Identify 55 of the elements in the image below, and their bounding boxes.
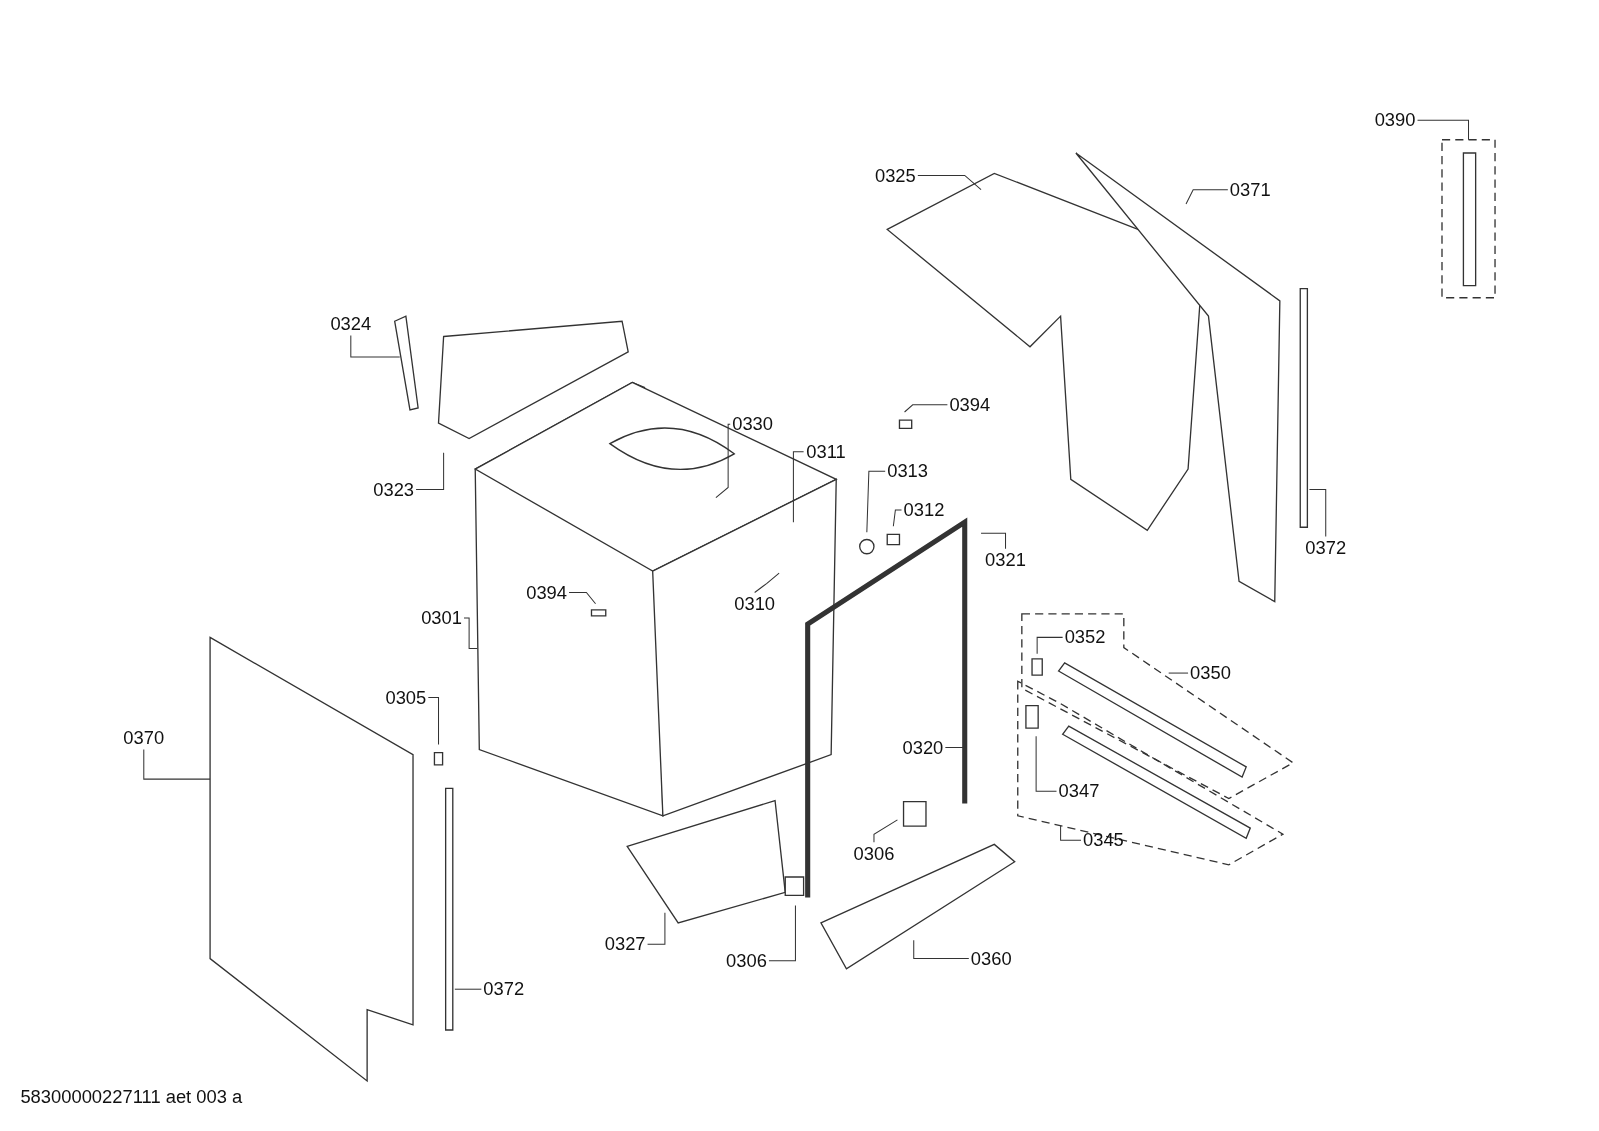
callout-number: 0347 (1056, 780, 1102, 803)
leader-line (792, 451, 805, 523)
leader-line (1035, 735, 1057, 792)
leader-line (1060, 825, 1082, 841)
leader-line (913, 939, 970, 960)
leader-line (944, 747, 966, 748)
callout-number: 0310 (732, 592, 778, 615)
callout-number: 0371 (1227, 178, 1273, 201)
leader-line (415, 452, 445, 490)
leader-line (873, 819, 898, 843)
callout-number: 0360 (968, 947, 1014, 970)
leader-line (917, 174, 982, 191)
leader-line (980, 532, 1007, 550)
callout-number: 0394 (524, 581, 570, 604)
leader-line (1168, 672, 1189, 674)
callout-number: 0312 (901, 498, 947, 522)
leader-line (1308, 489, 1327, 537)
callout-number: 0370 (121, 727, 167, 750)
leader-line (568, 592, 597, 605)
leader-line (768, 905, 796, 962)
leader-line (143, 749, 211, 780)
callout-number: 0320 (900, 736, 946, 759)
leader-line (715, 423, 731, 499)
callout-number: 0390 (1372, 109, 1418, 132)
callout-number: 0323 (371, 478, 417, 501)
callout-number: 0345 (1081, 829, 1126, 852)
leader-line (647, 912, 666, 945)
callout-number: 0306 (724, 949, 769, 972)
leader-line (463, 617, 478, 650)
callout-number: 0306 (851, 842, 897, 865)
callout-number: 0313 (885, 459, 931, 483)
leader-line (904, 404, 948, 413)
callout-number: 0324 (328, 313, 374, 336)
leader-line (454, 988, 482, 990)
callout-number: 0325 (872, 164, 918, 187)
leader-line (754, 572, 780, 593)
leader-line (892, 509, 902, 527)
callout-number: 0321 (983, 548, 1028, 572)
callout-number: 0327 (602, 933, 648, 956)
leader-line (1417, 119, 1469, 141)
callout-number: 0311 (803, 440, 849, 463)
callout-number: 0305 (383, 686, 429, 709)
leader-line (350, 335, 401, 358)
callout-number: 0372 (481, 978, 527, 1001)
callout-number: 0330 (730, 413, 776, 436)
callout-number: 0394 (947, 393, 993, 417)
leader-line (866, 470, 886, 533)
callout-number: 0301 (419, 606, 464, 630)
callout-number: 0352 (1062, 626, 1108, 649)
callout-number: 0372 (1303, 536, 1349, 559)
leader-line (1185, 189, 1229, 205)
drawing-number: 58300000227111 aet 003 a (20, 1087, 243, 1109)
callout-number: 0350 (1188, 661, 1233, 685)
leader-line (427, 697, 439, 745)
leader-line (1036, 636, 1064, 655)
